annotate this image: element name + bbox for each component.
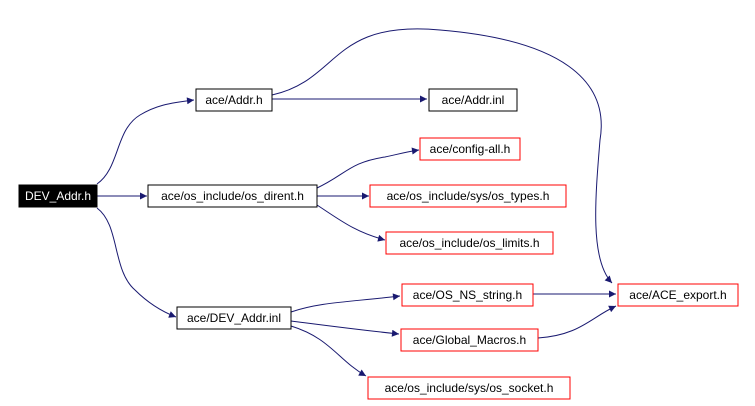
node-ace-export-h[interactable]: ace/ACE_export.h [617, 283, 739, 307]
edge-dev-addr-inl-to-global-macros-h [290, 320, 400, 337]
node-os-ns-string-h[interactable]: ace/OS_NS_string.h [401, 283, 534, 307]
node-dev-addr-h[interactable]: DEV_Addr.h [18, 184, 98, 208]
node-ace-addr-inl-label: ace/Addr.inl [442, 93, 505, 107]
node-config-all-h[interactable]: ace/config-all.h [419, 137, 521, 161]
node-dev-addr-inl[interactable]: ace/DEV_Addr.inl [176, 306, 292, 330]
node-os-dirent-h-label: ace/os_include/os_dirent.h [161, 189, 304, 203]
edge-dev-addr-h-to-dev-addr-inl [96, 207, 177, 318]
edge-ace-addr-h-to-ace-export-h [271, 28, 613, 284]
edge-dev-addr-inl-to-os-socket-h [290, 325, 367, 377]
node-dev-addr-inl-label: ace/DEV_Addr.inl [187, 311, 281, 325]
node-dev-addr-h-label: DEV_Addr.h [25, 189, 91, 203]
edge-dev-addr-h-to-ace-addr-h [96, 97, 195, 185]
node-global-macros-h[interactable]: ace/Global_Macros.h [400, 328, 539, 352]
node-os-limits-h[interactable]: ace/os_include/os_limits.h [385, 231, 554, 255]
node-os-types-h[interactable]: ace/os_include/sys/os_types.h [369, 184, 567, 208]
edge-os-dirent-h-to-config-all-h [316, 147, 420, 189]
node-ace-export-h-label: ace/ACE_export.h [629, 288, 726, 302]
edges [96, 28, 617, 377]
node-ace-addr-h[interactable]: ace/Addr.h [195, 88, 273, 112]
node-os-dirent-h[interactable]: ace/os_include/os_dirent.h [147, 184, 318, 208]
node-config-all-h-label: ace/config-all.h [430, 142, 511, 156]
node-os-ns-string-h-label: ace/OS_NS_string.h [413, 288, 522, 302]
node-os-limits-h-label: ace/os_include/os_limits.h [399, 236, 539, 250]
edge-os-dirent-h-to-os-limits-h [316, 204, 386, 242]
node-ace-addr-h-label: ace/Addr.h [205, 93, 262, 107]
node-os-socket-h-label: ace/os_include/sys/os_socket.h [385, 381, 554, 395]
nodes: DEV_Addr.h ace/Addr.h ace/Addr.inl ace/c… [18, 88, 739, 400]
edge-dev-addr-inl-to-os-ns-string-h [290, 293, 401, 313]
edge-global-macros-h-to-ace-export-h [537, 305, 617, 339]
node-os-types-h-label: ace/os_include/sys/os_types.h [387, 189, 550, 203]
node-ace-addr-inl[interactable]: ace/Addr.inl [428, 88, 518, 112]
node-os-socket-h[interactable]: ace/os_include/sys/os_socket.h [367, 376, 571, 400]
node-global-macros-h-label: ace/Global_Macros.h [413, 333, 526, 347]
